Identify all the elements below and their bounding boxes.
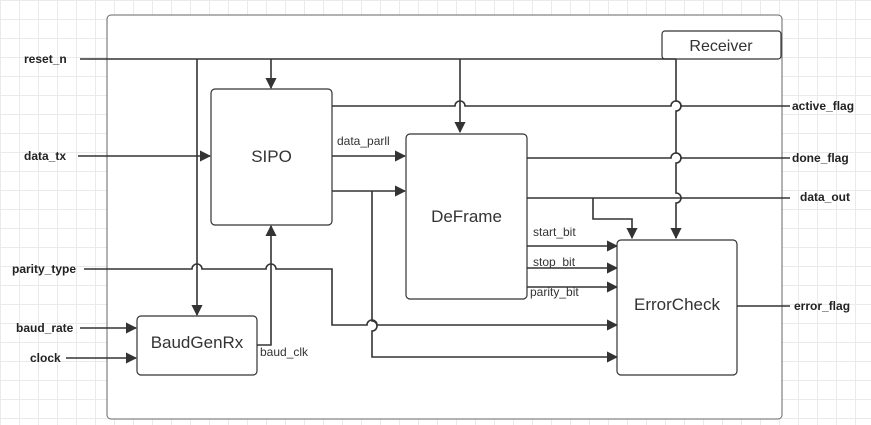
input-parity-type: parity_type bbox=[12, 262, 76, 276]
wire-done-flag bbox=[527, 152, 790, 159]
signal-parity-bit: parity_bit bbox=[530, 285, 579, 299]
input-data-tx: data_tx bbox=[24, 149, 66, 163]
wire-data-out-to-errorcheck bbox=[592, 198, 638, 240]
receiver-title-box bbox=[661, 30, 782, 60]
sipo-label: SIPO bbox=[251, 147, 292, 166]
output-error-flag: error_flag bbox=[794, 299, 850, 313]
input-clock: clock bbox=[30, 351, 61, 365]
input-reset-n: reset_n bbox=[24, 52, 67, 66]
wire-sipo-to-errorcheck bbox=[371, 191, 619, 363]
signal-stop-bit: stop_bit bbox=[533, 255, 576, 269]
errorcheck-label: ErrorCheck bbox=[634, 295, 720, 314]
deframe-block bbox=[405, 133, 528, 300]
receiver-title: Receiver bbox=[689, 38, 753, 55]
input-baud-rate: baud_rate bbox=[16, 321, 74, 335]
deframe-label: DeFrame bbox=[431, 207, 502, 226]
output-data-out: data_out bbox=[800, 190, 850, 204]
signal-start-bit: start_bit bbox=[533, 225, 576, 239]
wire-active-flag bbox=[332, 100, 790, 107]
output-active-flag: active_flag bbox=[792, 99, 854, 113]
wire-baud-clk bbox=[257, 224, 277, 346]
errorcheck-block bbox=[616, 239, 738, 376]
baudgen-label: BaudGenRx bbox=[151, 333, 244, 352]
signal-data-parll: data_parll bbox=[337, 134, 390, 148]
wires bbox=[66, 58, 790, 364]
sipo-block bbox=[210, 88, 333, 226]
output-done-flag: done_flag bbox=[792, 151, 849, 165]
baudgen-block bbox=[136, 315, 258, 376]
wire-parity-type bbox=[84, 263, 619, 331]
signal-baud-clk: baud_clk bbox=[260, 345, 309, 359]
